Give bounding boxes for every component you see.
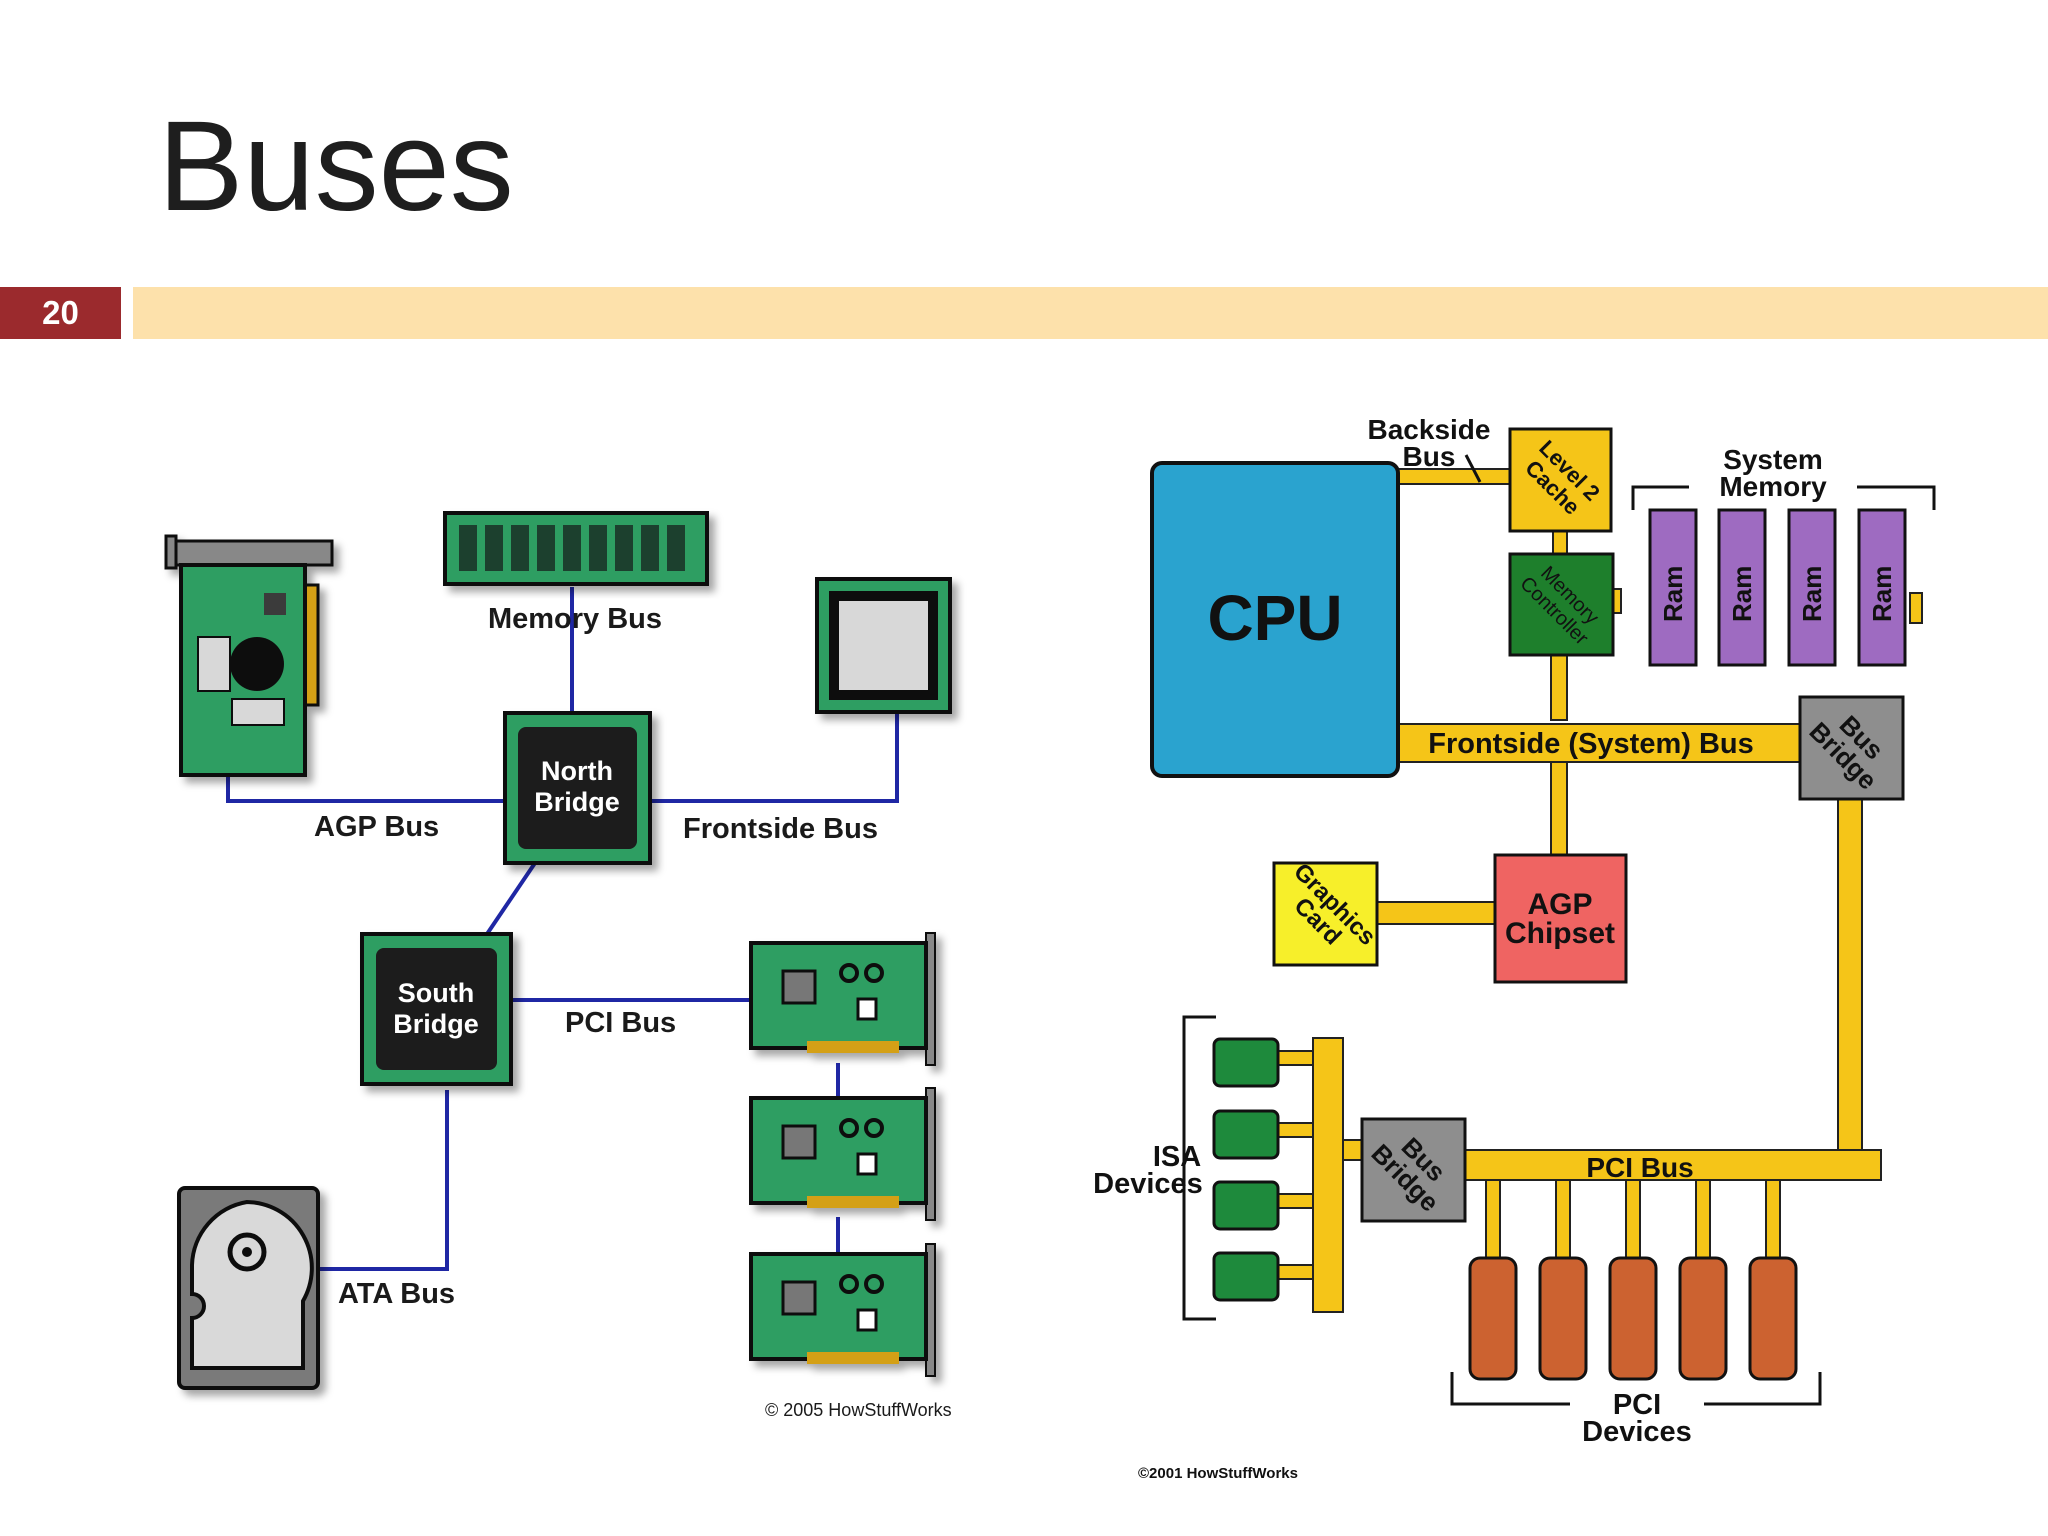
agp-chipset-label-line2: Chipset — [1505, 917, 1615, 950]
system-memory-label-line1: System — [1723, 444, 1823, 475]
pci-devices-label-line2: Devices — [1582, 1416, 1692, 1448]
left-bus-diagram: North Bridge South Bridge — [164, 511, 952, 1420]
pci-card-icon — [749, 1087, 936, 1221]
ram-label: Ram — [1867, 566, 1897, 622]
isa-device — [1212, 1109, 1280, 1160]
backside-bus-label-line1: Backside — [1368, 414, 1491, 445]
system-memory-group: System Memory — [1631, 444, 1936, 510]
hard-drive-icon — [177, 1186, 320, 1390]
isa-device — [1212, 1037, 1280, 1088]
agp-bus-label: AGP Bus — [314, 811, 439, 843]
pci-device — [1608, 1256, 1658, 1381]
title-band — [133, 287, 2048, 339]
isa-devices-label-line2: Devices — [1093, 1168, 1203, 1200]
pci-card-icon — [749, 932, 936, 1066]
agp-card-icon — [164, 534, 334, 777]
pci-device — [1678, 1256, 1728, 1381]
frontside-bus-label: Frontside Bus — [683, 813, 878, 845]
ram-stick: Ram — [1787, 508, 1837, 667]
agp-chipset: AGP Chipset — [1493, 853, 1628, 984]
pci-device — [1468, 1256, 1518, 1381]
bus-bridge-top: Bus Bridge — [1798, 695, 1905, 801]
pci-card-icon — [749, 1243, 936, 1377]
pci-devices-bracket-left — [1450, 1372, 1570, 1406]
ram-label: Ram — [1727, 566, 1757, 622]
system-memory-label-line2: Memory — [1719, 471, 1827, 502]
pci-bus-label-right: PCI Bus — [1586, 1152, 1693, 1183]
memory-module-icon — [443, 511, 709, 586]
ram-stick: Ram — [1717, 508, 1767, 667]
level2-cache: Level 2 Cache — [1508, 427, 1613, 533]
memory-bus-label: Memory Bus — [488, 603, 662, 635]
right-bus-diagram: CPU Level 2 Cache Memory Controller — [1093, 414, 1936, 1482]
ram-label: Ram — [1658, 566, 1688, 622]
left-bus-lines — [226, 587, 899, 1271]
ata-bus-label: ATA Bus — [338, 1278, 455, 1310]
ram-stick: Ram — [1857, 508, 1907, 667]
south-bridge-label-line2: Bridge — [393, 1009, 479, 1039]
left-copyright: © 2005 HowStuffWorks — [765, 1400, 952, 1420]
cpu-block: CPU — [1150, 461, 1400, 778]
memory-controller: Memory Controller — [1508, 552, 1615, 657]
north-bridge-label-line1: North — [541, 756, 613, 786]
pci-device — [1748, 1256, 1798, 1381]
pci-devices-label-line1: PCI — [1613, 1389, 1661, 1421]
ram-stick: Ram — [1648, 508, 1698, 667]
graphics-card: Graphics Card — [1272, 858, 1381, 967]
slide-number: 20 — [0, 287, 121, 339]
right-copyright: ©2001 HowStuffWorks — [1138, 1465, 1298, 1482]
north-bridge: North Bridge — [503, 711, 652, 865]
north-bridge-label-line2: Bridge — [534, 787, 620, 817]
bus-bridge-bottom: Bus Bridge — [1360, 1117, 1467, 1223]
cpu-label: CPU — [1207, 582, 1342, 654]
isa-device — [1212, 1251, 1280, 1302]
cpu-chip-icon — [815, 577, 952, 714]
isa-devices-label-line1: ISA — [1153, 1141, 1201, 1173]
isa-devices-bracket — [1182, 1015, 1216, 1321]
agp-chipset-label-line1: AGP — [1527, 888, 1592, 921]
isa-device — [1212, 1180, 1280, 1231]
frontside-system-bus-label: Frontside (System) Bus — [1428, 728, 1754, 760]
backside-bus-label-line2: Bus — [1403, 441, 1456, 472]
backside-bus-pointer — [1464, 454, 1482, 483]
south-bridge: South Bridge — [360, 932, 513, 1086]
south-bridge-label-line1: South — [398, 978, 474, 1008]
pci-devices-bracket-right — [1704, 1372, 1822, 1406]
ram-label: Ram — [1797, 566, 1827, 622]
slide-title: Buses — [158, 95, 514, 238]
pci-device — [1538, 1256, 1588, 1381]
pci-bus-label: PCI Bus — [565, 1007, 676, 1039]
